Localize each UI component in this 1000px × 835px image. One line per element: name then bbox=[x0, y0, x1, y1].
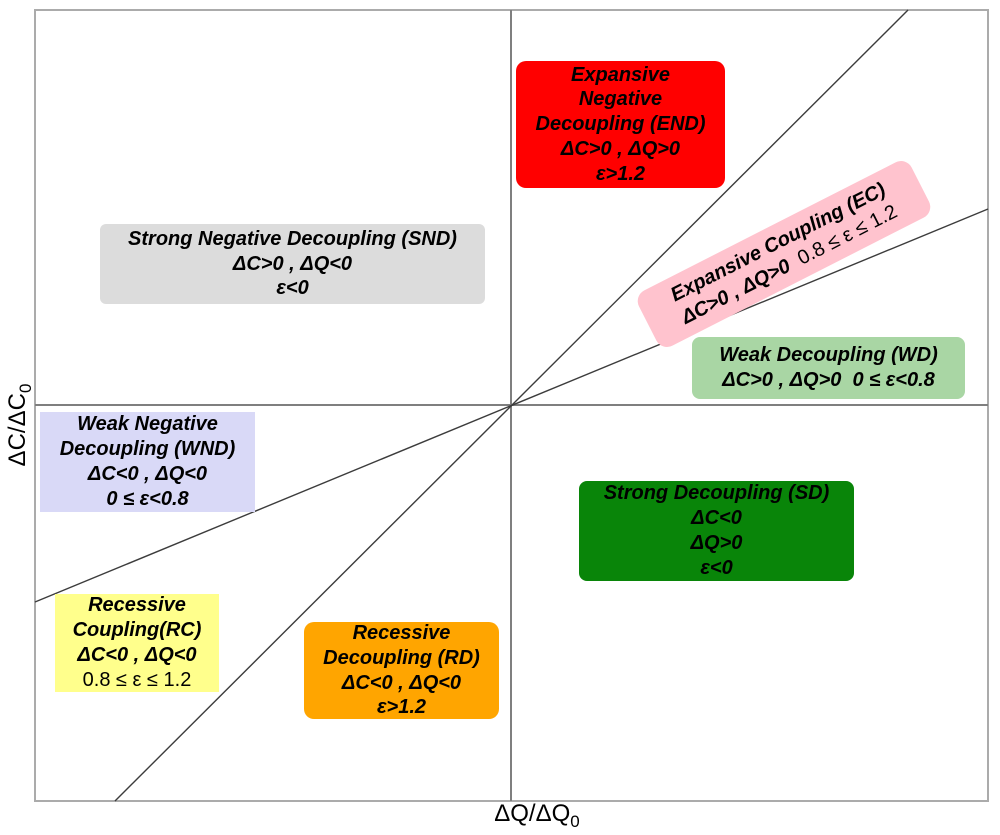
box-line: ε>1.2 bbox=[376, 696, 427, 719]
label-box-expansive-negative-decoupling: Expansive Negative Decoupling (END) ΔC>0… bbox=[516, 61, 725, 188]
box-line: ΔQ>0 bbox=[690, 532, 743, 554]
box-line: 0 ≤ ε<0.8 bbox=[106, 487, 189, 510]
box-line: ΔC<0 , ΔQ<0 bbox=[77, 644, 197, 666]
box-line: Coupling(RC) bbox=[72, 619, 202, 642]
box-line: ΔC<0 , ΔQ<0 bbox=[87, 463, 208, 485]
box-line: ε>1.2 bbox=[595, 162, 646, 185]
box-line: ΔC>0 , ΔQ>0 0 ≤ ε<0.8 bbox=[722, 369, 935, 391]
box-line: Recessive bbox=[88, 594, 186, 617]
box-line: Weak Decoupling (WD) bbox=[719, 344, 938, 367]
box-line: Negative bbox=[578, 88, 663, 111]
box-line: ε<0 bbox=[276, 277, 309, 300]
box-line: ΔC>0 , ΔQ<0 bbox=[232, 252, 353, 275]
x-axis-label-text: ΔQ/ΔQ bbox=[494, 800, 571, 828]
label-box-recessive-coupling: Recessive Coupling(RC) ΔC<0 , ΔQ<0 0.8 ≤… bbox=[55, 594, 219, 692]
box-line: Decoupling (RD) bbox=[323, 646, 480, 669]
box-line: ΔC<0 , ΔQ<0 bbox=[341, 671, 462, 694]
x-axis-label: ΔQ/ΔQ0 bbox=[494, 800, 580, 832]
x-axis-label-subscript: 0 bbox=[570, 811, 580, 831]
label-box-strong-decoupling: Strong Decoupling (SD) ΔC<0 ΔQ>0 ε<0 bbox=[579, 481, 854, 581]
epsilon-0-8-boundary-line bbox=[34, 208, 989, 603]
label-box-recessive-decoupling: Recessive Decoupling (RD) ΔC<0 , ΔQ<0 ε>… bbox=[304, 622, 499, 719]
box-line: ΔC>0 , ΔQ>0 bbox=[560, 137, 681, 160]
box-line: Strong Decoupling (SD) bbox=[603, 482, 830, 505]
box-line: Expansive bbox=[571, 63, 670, 86]
label-box-weak-negative-decoupling: Weak Negative Decoupling (WND) ΔC<0 , ΔQ… bbox=[40, 412, 255, 512]
box-line: ε<0 bbox=[700, 556, 733, 579]
y-axis-label-text: ΔC/ΔC bbox=[4, 393, 32, 467]
box-line: Recessive bbox=[352, 621, 451, 644]
label-box-strong-negative-decoupling: Strong Negative Decoupling (SND) ΔC>0 , … bbox=[100, 224, 485, 304]
box-line: 0.8 ≤ ε ≤ 1.2 bbox=[82, 668, 192, 691]
y-axis-label-subscript: 0 bbox=[15, 383, 35, 394]
label-box-weak-decoupling: Weak Decoupling (WD) ΔC>0 , ΔQ>0 0 ≤ ε<0… bbox=[692, 337, 965, 399]
y-axis-label: ΔC/ΔC0 bbox=[4, 384, 36, 467]
box-line: Strong Negative Decoupling (SND) bbox=[128, 227, 457, 250]
box-line: Weak Negative bbox=[77, 413, 218, 436]
box-line: ΔC<0 bbox=[691, 507, 742, 530]
box-line: Decoupling (WND) bbox=[59, 438, 236, 461]
box-line: Decoupling (END) bbox=[535, 113, 706, 136]
